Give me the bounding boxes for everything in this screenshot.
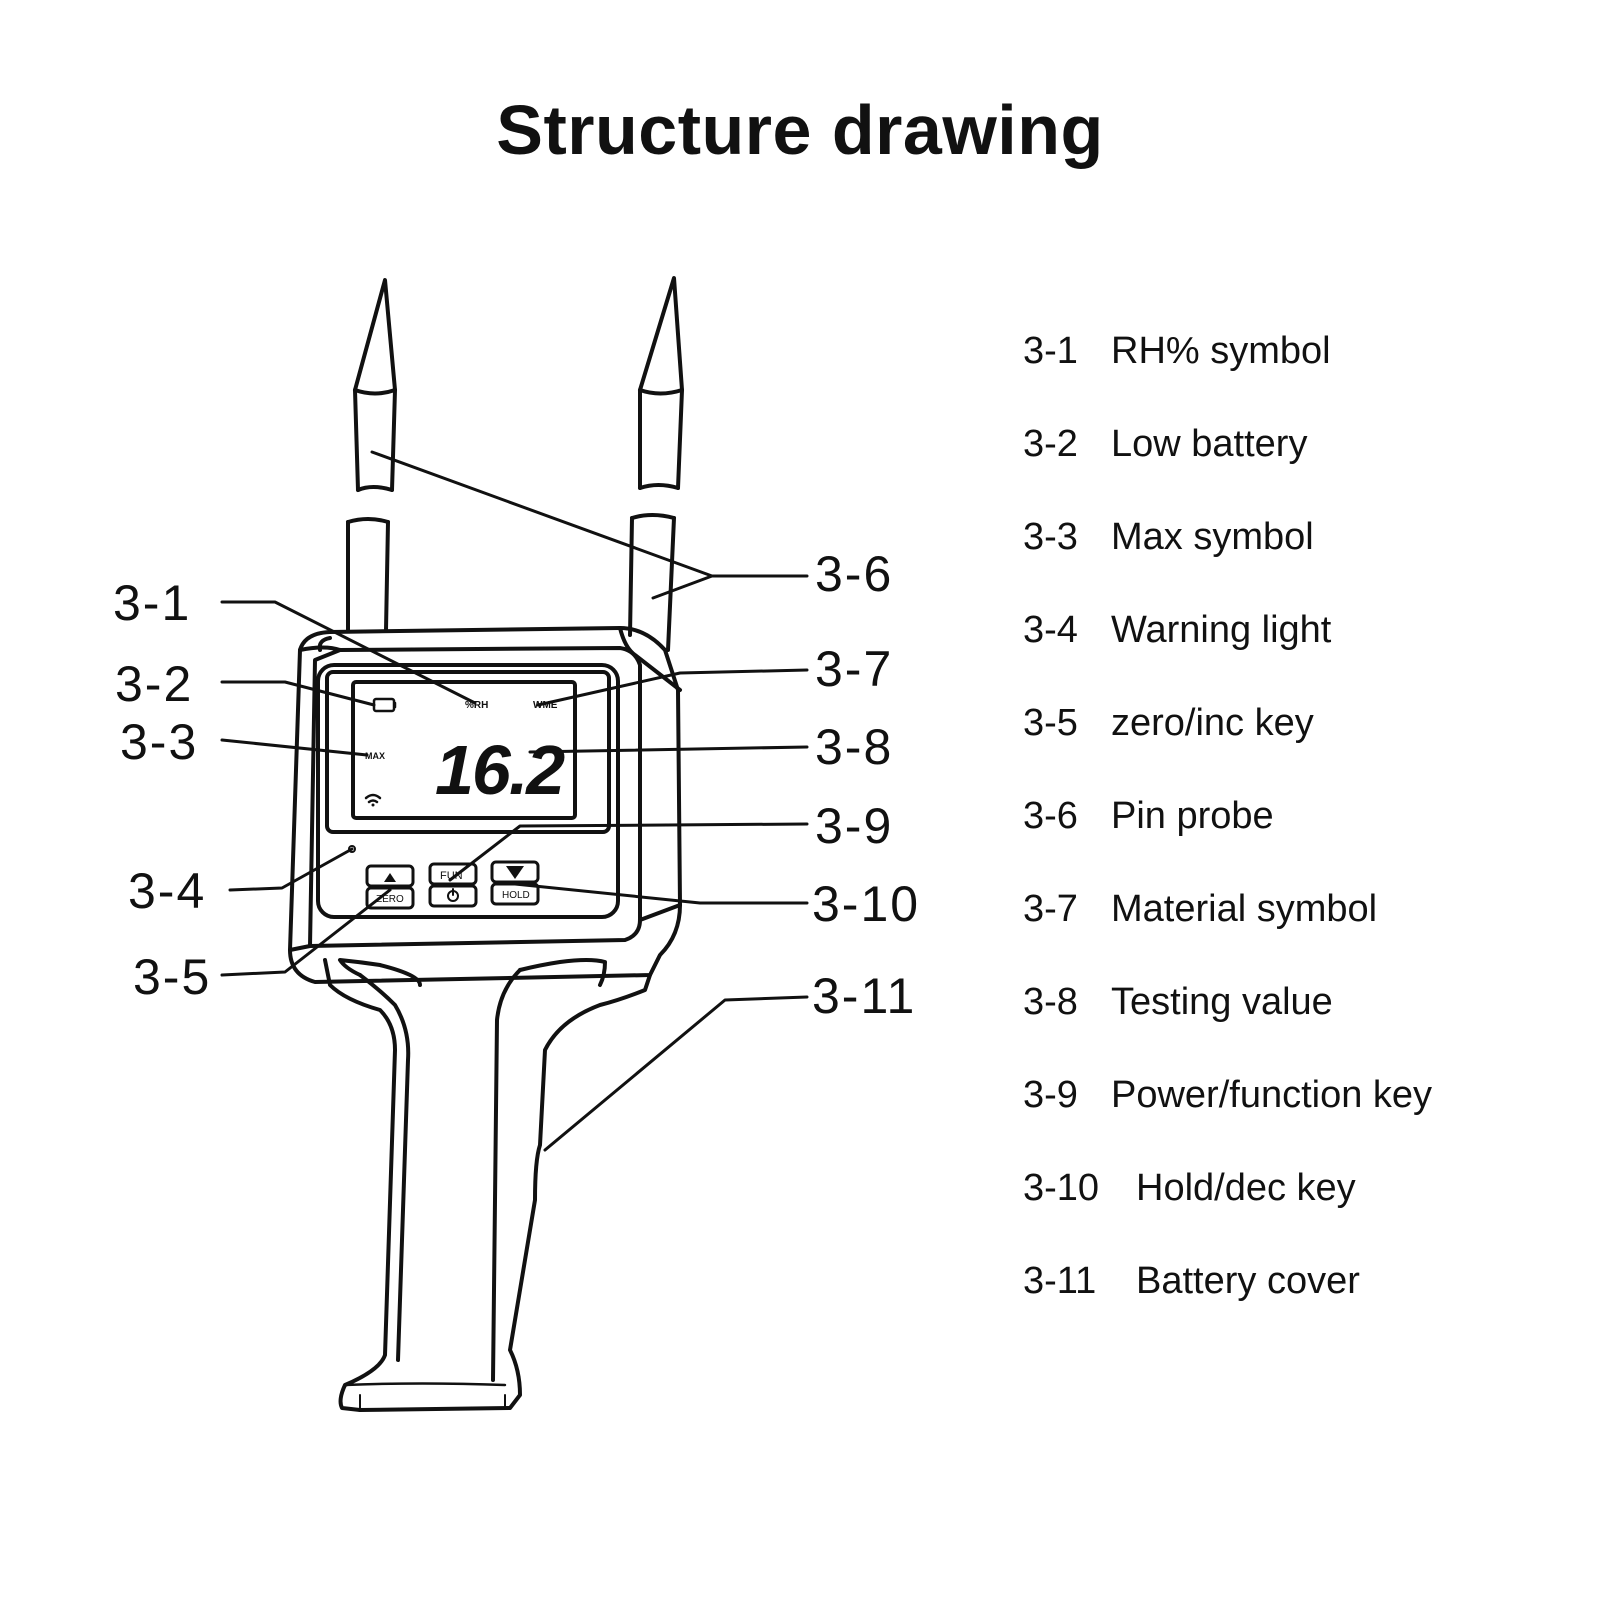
legend-item: 3-1 RH% symbol	[1023, 330, 1432, 423]
lcd-testing-value: 16.2	[435, 731, 565, 809]
legend-label: Testing value	[1111, 981, 1333, 1023]
lcd-text: 16.2 %RH WME MAX ZERO FUN HOLD	[365, 700, 567, 905]
legend-label: Power/function key	[1111, 1074, 1433, 1116]
callout-3-3: 3-3	[120, 714, 199, 770]
fun-key-label: FUN	[440, 870, 463, 882]
callout-3-6: 3-6	[815, 546, 894, 602]
wifi-warning-icon	[364, 793, 382, 804]
legend-label: Pin probe	[1111, 795, 1274, 837]
callout-3-8: 3-8	[815, 719, 894, 775]
legend-label: Warning light	[1111, 609, 1332, 651]
handle	[323, 958, 652, 1412]
leader-lines	[220, 450, 809, 1152]
legend-label: zero/inc key	[1111, 702, 1314, 744]
legend-item: 3-10 Hold/dec key	[1023, 1167, 1432, 1260]
lcd-max-symbol: MAX	[365, 751, 385, 761]
callout-3-1: 3-1	[113, 575, 192, 631]
legend-item: 3-3 Max symbol	[1023, 516, 1432, 609]
diagram-title: Structure drawing	[496, 91, 1104, 169]
legend-label: RH% symbol	[1111, 330, 1331, 372]
legend-item: 3-11 Battery cover	[1023, 1260, 1432, 1353]
legend-item: 3-8 Testing value	[1023, 981, 1432, 1074]
legend-item: 3-5 zero/inc key	[1023, 702, 1432, 795]
callout-3-9: 3-9	[815, 798, 894, 854]
legend-code: 3-4	[1023, 609, 1078, 651]
legend-code: 3-2	[1023, 423, 1078, 465]
callout-3-2: 3-2	[115, 656, 194, 712]
legend-item: 3-2 Low battery	[1023, 423, 1432, 516]
right-pin-probe	[628, 276, 684, 652]
lcd-rh-symbol: %RH	[465, 700, 488, 711]
legend-item: 3-7 Material symbol	[1023, 888, 1432, 981]
legend-item: 3-4 Warning light	[1023, 609, 1432, 702]
legend-item: 3-6 Pin probe	[1023, 795, 1432, 888]
parts-legend: 3-1 RH% symbol 3-2 Low battery 3-3 Max symb…	[1023, 330, 1432, 1353]
legend-label: Hold/dec key	[1136, 1167, 1356, 1209]
legend-label: Max symbol	[1111, 516, 1314, 558]
legend-code: 3-3	[1023, 516, 1078, 558]
legend-code: 3-8	[1023, 981, 1078, 1023]
legend-code: 3-5	[1023, 702, 1078, 744]
left-pin-probe	[346, 278, 397, 632]
legend-code: 3-1	[1023, 330, 1078, 372]
callout-3-11: 3-11	[812, 968, 917, 1024]
legend-code: 3-9	[1023, 1074, 1078, 1116]
legend-label: Low battery	[1111, 423, 1308, 465]
hold-key-label: HOLD	[502, 890, 530, 901]
lcd-material-symbol: WME	[533, 700, 558, 711]
meter-housing	[288, 626, 682, 984]
legend-code: 3-11	[1023, 1260, 1097, 1302]
legend-label: Battery cover	[1136, 1260, 1360, 1302]
callout-3-10: 3-10	[812, 876, 921, 932]
legend-item: 3-9 Power/function key	[1023, 1074, 1432, 1167]
battery-icon	[372, 697, 396, 713]
zero-key-label: ZERO	[376, 894, 404, 905]
legend-code: 3-7	[1023, 888, 1078, 930]
legend-label: Material symbol	[1111, 888, 1378, 930]
callout-3-5: 3-5	[133, 949, 212, 1005]
legend-code: 3-10	[1023, 1167, 1100, 1209]
callout-3-4: 3-4	[128, 863, 207, 919]
legend-code: 3-6	[1023, 795, 1078, 837]
callout-3-7: 3-7	[815, 641, 894, 697]
keypad	[365, 860, 540, 910]
